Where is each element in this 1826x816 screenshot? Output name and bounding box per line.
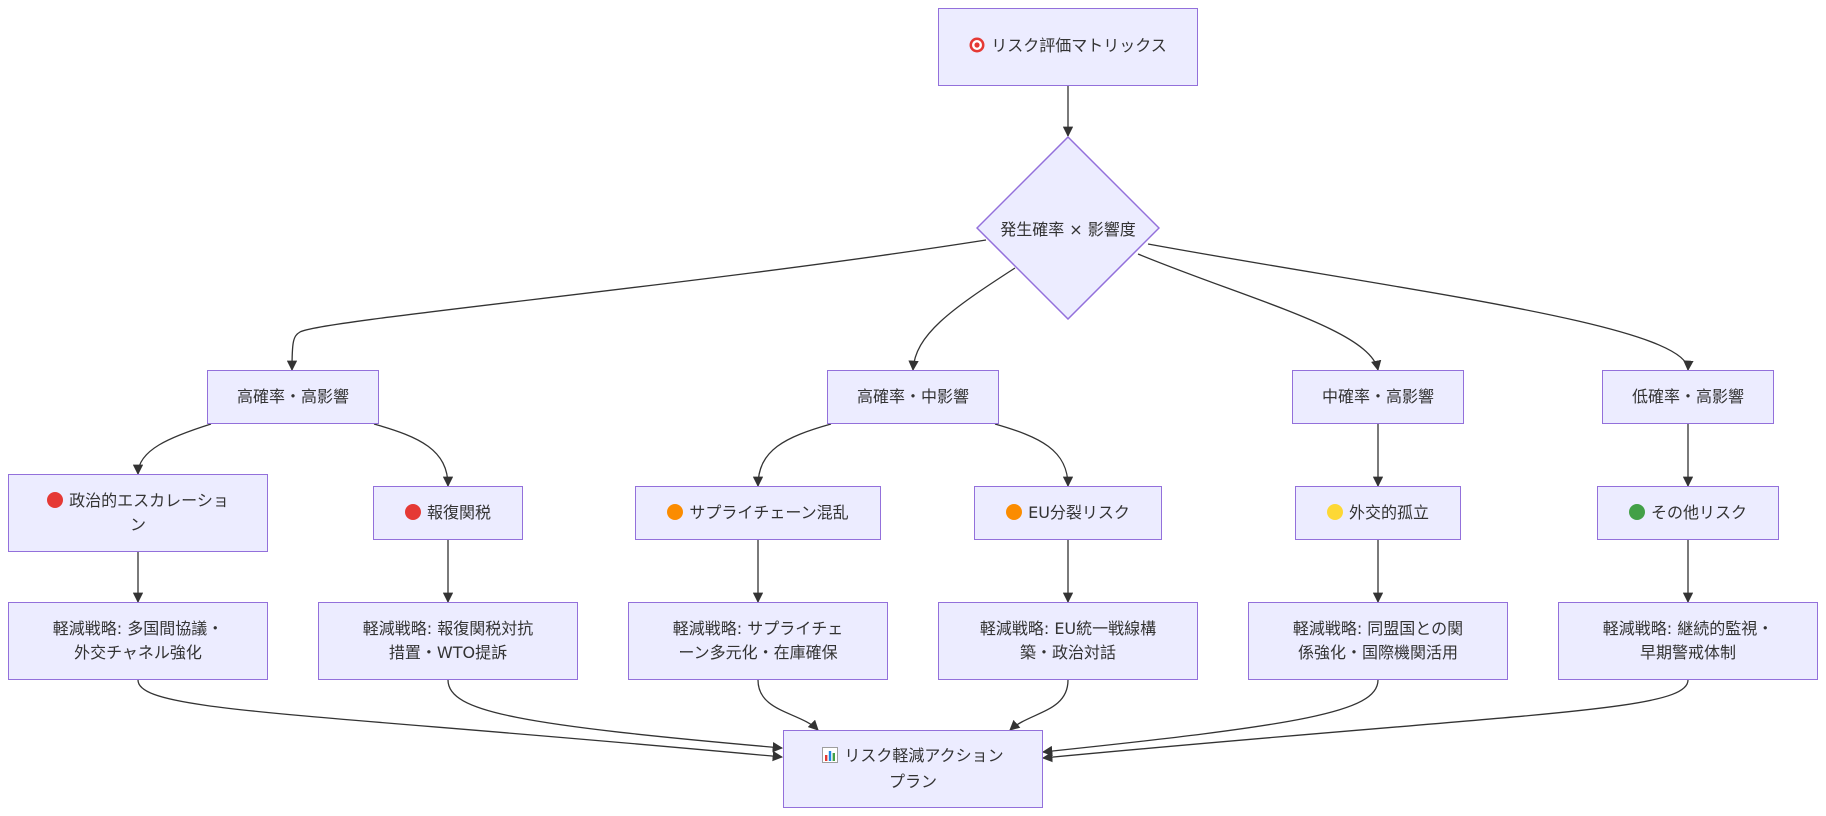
node-risk-retaliation-label: 報復関税 bbox=[426, 503, 491, 522]
edge-decision-hm bbox=[908, 267, 1016, 372]
orange-circle-icon bbox=[667, 504, 684, 520]
node-risk-other: その他リスク bbox=[1597, 486, 1779, 540]
decision-diamond-shape bbox=[976, 136, 1160, 320]
edge-hh-political bbox=[132, 423, 212, 476]
edge-mit4-end bbox=[1009, 679, 1069, 731]
edge-mit6-end bbox=[1041, 679, 1689, 763]
edge-hm-eu bbox=[994, 423, 1074, 488]
edge-decision-hh bbox=[286, 239, 987, 372]
node-mitigation-retaliation: 軽減戦略: 報復関税対抗措置・WTO提訴 bbox=[318, 602, 578, 680]
edge-mit1-end bbox=[137, 679, 784, 762]
edge-decision-mh bbox=[1137, 253, 1382, 372]
green-circle-icon bbox=[1628, 504, 1645, 520]
node-risk-political: 政治的エスカレーション bbox=[8, 474, 268, 552]
node-risk-eu-label: EU分裂リスク bbox=[1028, 503, 1130, 522]
node-decision-label: 発生確率 × 影響度 bbox=[1000, 220, 1136, 239]
red-circle-icon bbox=[47, 492, 64, 508]
node-risk-other-label: その他リスク bbox=[1650, 503, 1747, 522]
node-mitigation-diplomatic: 軽減戦略: 同盟国との関係強化・国際機関活用 bbox=[1248, 602, 1508, 680]
node-mitigation-retaliation-label: 軽減戦略: 報復関税対抗措置・WTO提訴 bbox=[362, 619, 534, 662]
yellow-circle-icon bbox=[1326, 504, 1343, 520]
node-risk-diplomatic-label: 外交的孤立 bbox=[1348, 503, 1429, 522]
node-risk-retaliation: 報復関税 bbox=[373, 486, 523, 540]
node-risk-political-label: 政治的エスカレーション bbox=[69, 491, 229, 534]
node-decision: 発生確率 × 影響度 bbox=[976, 136, 1160, 320]
node-mitigation-other-label: 軽減戦略: 継続的監視・早期警戒体制 bbox=[1602, 619, 1774, 662]
edge-mit2-end bbox=[447, 679, 784, 753]
node-cat-low-high: 低確率・高影響 bbox=[1602, 370, 1774, 424]
node-start: リスク評価マトリックス bbox=[938, 8, 1198, 86]
node-end: リスク軽減アクションプラン bbox=[783, 730, 1043, 808]
node-start-label: リスク評価マトリックス bbox=[991, 36, 1167, 55]
target-icon bbox=[969, 36, 985, 60]
node-cat-high-high: 高確率・高影響 bbox=[207, 370, 379, 424]
edge-decision-lh bbox=[1147, 243, 1694, 372]
bar-chart-icon bbox=[822, 746, 839, 770]
node-risk-supply: サプライチェーン混乱 bbox=[635, 486, 881, 540]
edge-hm-supply bbox=[752, 423, 832, 488]
node-cat-mid-high: 中確率・高影響 bbox=[1292, 370, 1464, 424]
node-risk-eu: EU分裂リスク bbox=[974, 486, 1162, 540]
orange-circle-icon bbox=[1006, 504, 1023, 520]
node-mitigation-eu-label: 軽減戦略: EU統一戦線構築・政治対話 bbox=[979, 619, 1157, 662]
node-cat-high-mid: 高確率・中影響 bbox=[827, 370, 999, 424]
node-risk-diplomatic: 外交的孤立 bbox=[1295, 486, 1461, 540]
node-mitigation-political-label: 軽減戦略: 多国間協議・外交チャネル強化 bbox=[52, 619, 224, 662]
node-mitigation-supply-label: 軽減戦略: サプライチェーン多元化・在庫確保 bbox=[672, 619, 844, 662]
edge-mit5-end bbox=[1041, 679, 1379, 757]
node-mitigation-diplomatic-label: 軽減戦略: 同盟国との関係強化・国際機関活用 bbox=[1292, 619, 1464, 662]
node-mitigation-supply: 軽減戦略: サプライチェーン多元化・在庫確保 bbox=[628, 602, 888, 680]
node-end-label: リスク軽減アクションプラン bbox=[844, 746, 1004, 791]
edge-mit3-end bbox=[757, 679, 819, 731]
red-circle-icon bbox=[404, 504, 421, 520]
node-cat-mid-high-label: 中確率・高影響 bbox=[1321, 387, 1434, 406]
node-mitigation-other: 軽減戦略: 継続的監視・早期警戒体制 bbox=[1558, 602, 1818, 680]
node-risk-supply-label: サプライチェーン混乱 bbox=[689, 503, 849, 522]
node-mitigation-political: 軽減戦略: 多国間協議・外交チャネル強化 bbox=[8, 602, 268, 680]
node-cat-low-high-label: 低確率・高影響 bbox=[1631, 387, 1744, 406]
node-cat-high-mid-label: 高確率・中影響 bbox=[856, 387, 969, 406]
node-cat-high-high-label: 高確率・高影響 bbox=[236, 387, 349, 406]
node-mitigation-eu: 軽減戦略: EU統一戦線構築・政治対話 bbox=[938, 602, 1198, 680]
edge-hh-retaliation bbox=[373, 423, 454, 488]
